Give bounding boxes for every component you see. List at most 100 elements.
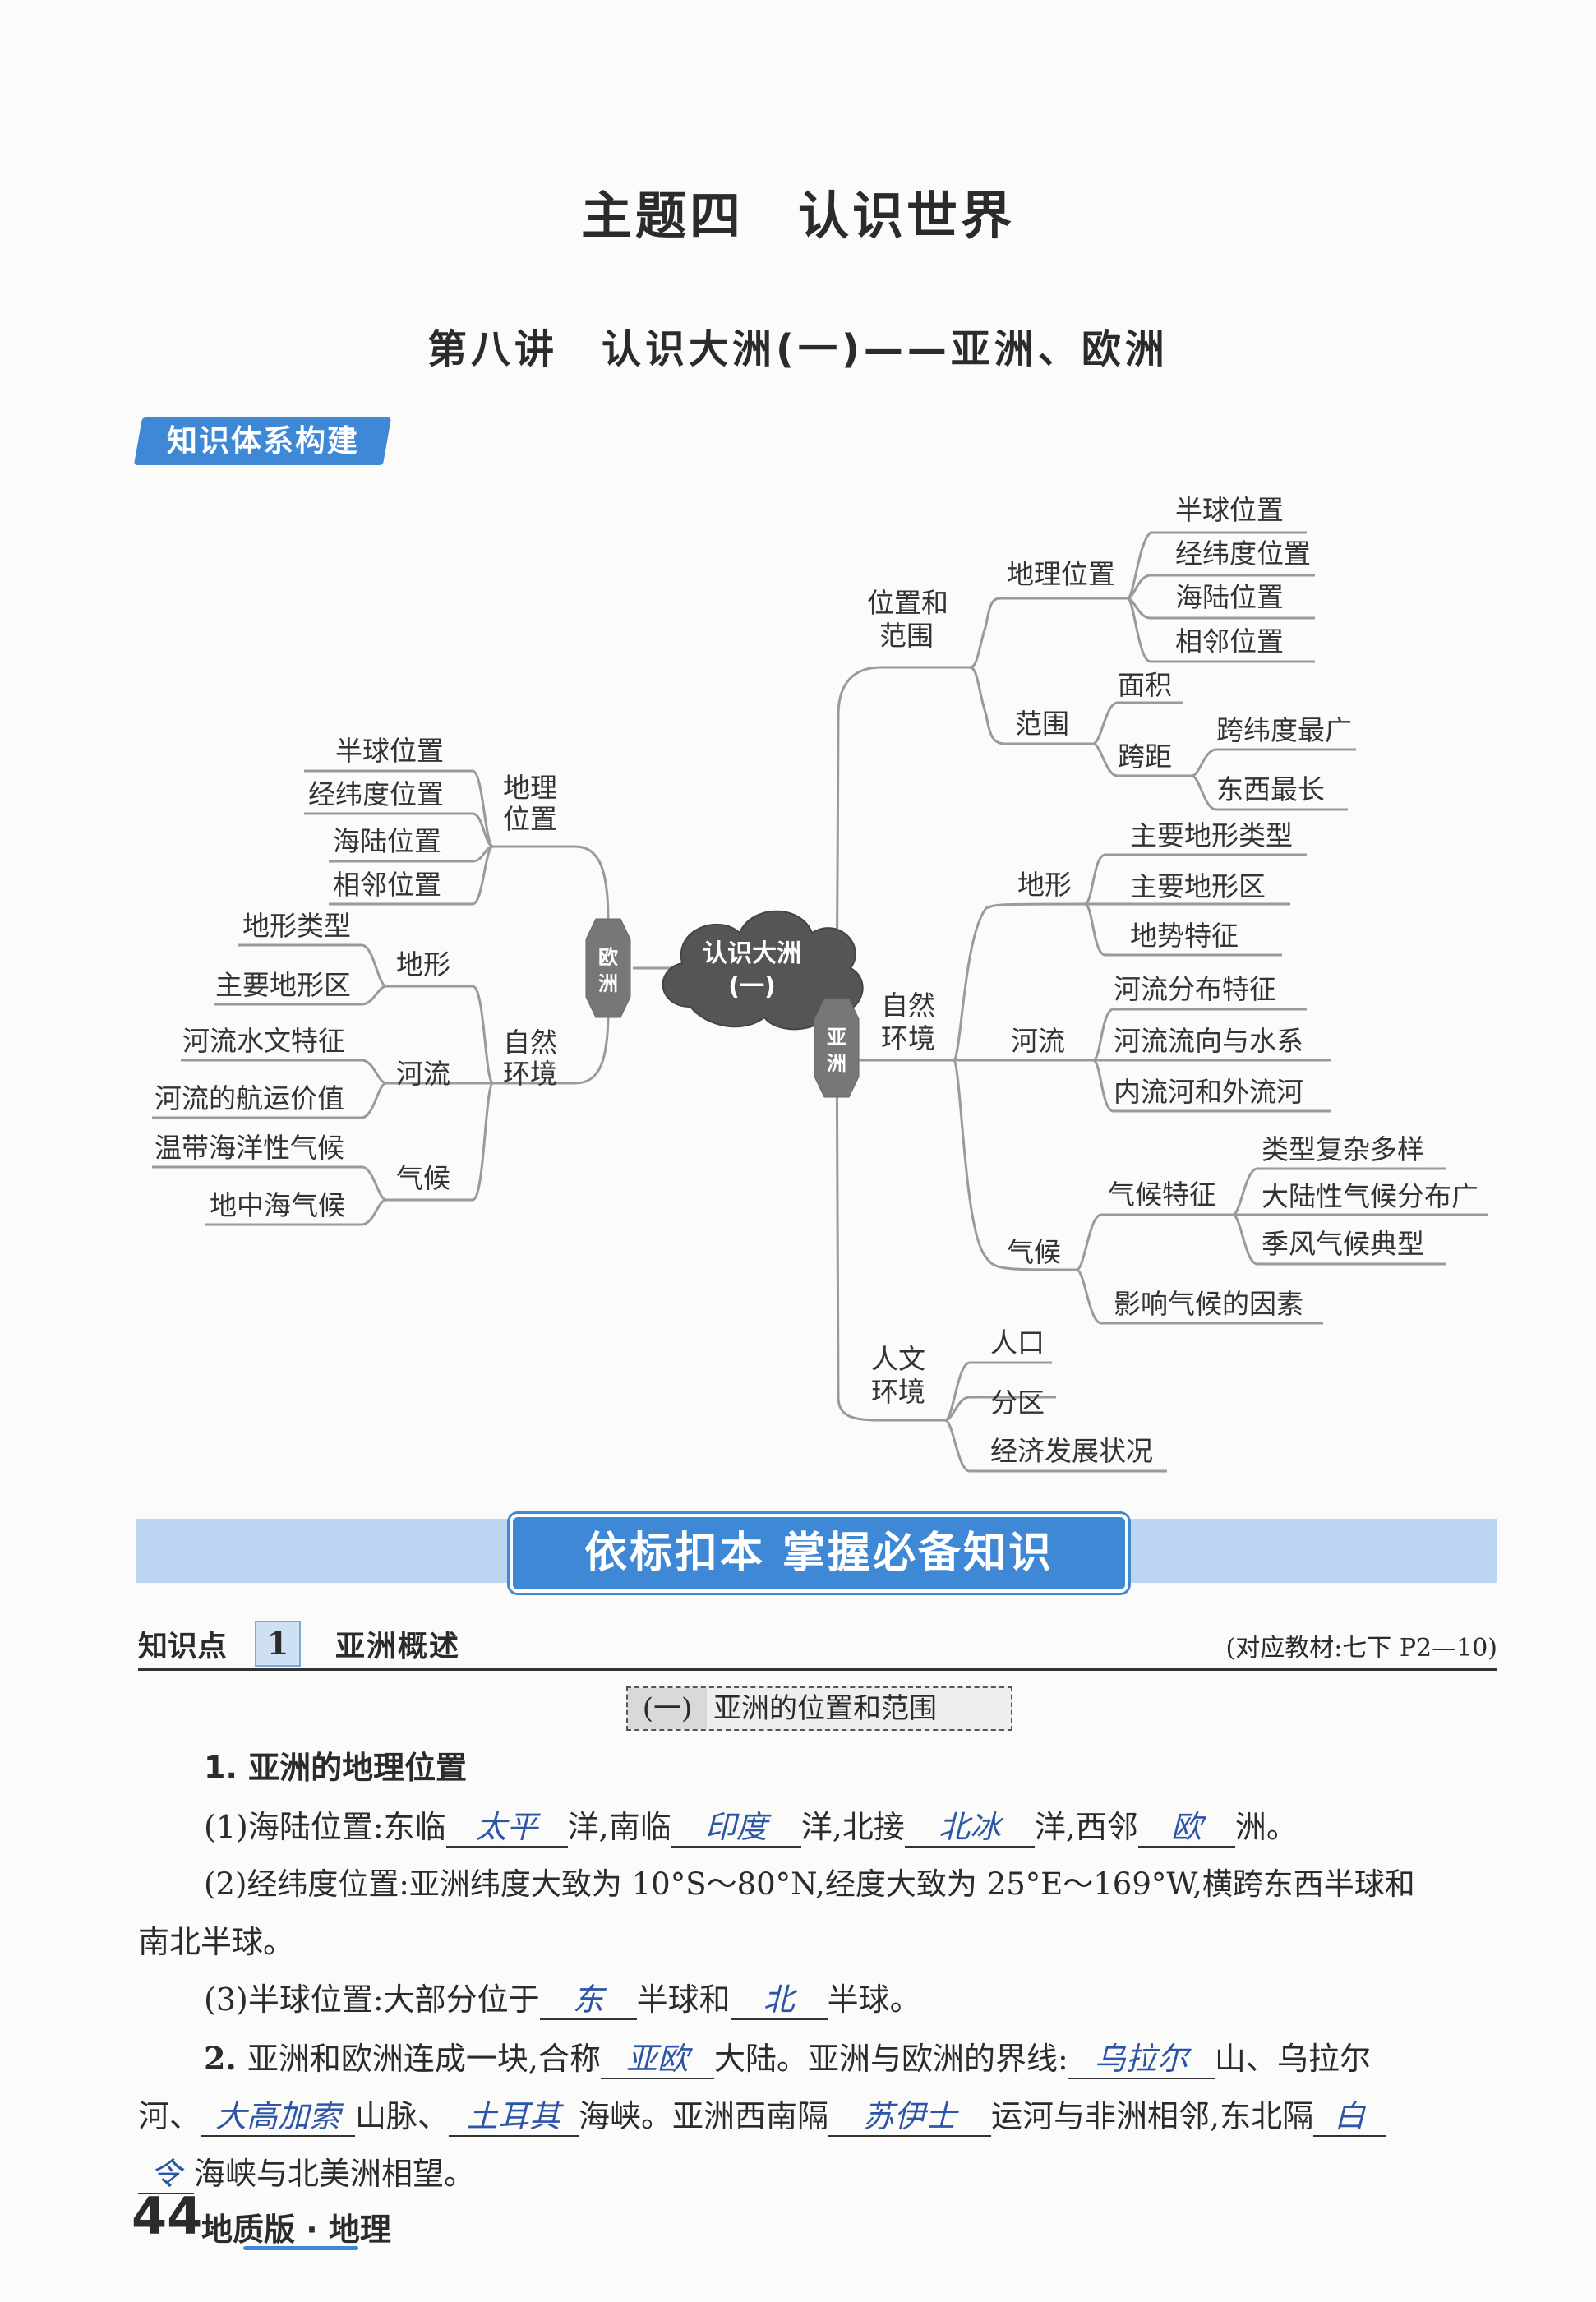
subsection-number: (一) [628, 1688, 707, 1729]
europe-hemisphere: 半球位置 [335, 735, 444, 767]
asia-geo-position: 地理位置 [1007, 558, 1115, 590]
text: 大陆。亚洲与欧洲的界线: [714, 2041, 1068, 2077]
text: 河、 [138, 2098, 201, 2134]
asia-neighbor: 相邻位置 [1175, 625, 1284, 657]
asia-natural-2: 环境 [881, 1022, 935, 1054]
asia-natural-1: 自然 [881, 990, 935, 1022]
asia-climate-monsoon: 季风气候典型 [1262, 1228, 1424, 1260]
answer-blank: 东 [539, 1981, 637, 2020]
answer-blank: 太平 [445, 1808, 568, 1848]
para-latlon-1: (2)经纬度位置:亚洲纬度大致为 10°S～80°N,经度大致为 25°E～16… [204, 1866, 1415, 1902]
europe-neighbor: 相邻位置 [333, 869, 441, 901]
asia-economy: 经济发展状况 [990, 1435, 1153, 1467]
asia-area: 面积 [1118, 669, 1172, 701]
europe-terrain: 地形 [396, 948, 450, 980]
answer-blank: 乌拉尔 [1068, 2040, 1215, 2079]
para-hemisphere: (3)半球位置:大部分位于东半球和北半球。 [204, 1981, 921, 2020]
asia-regions: 分区 [990, 1386, 1045, 1419]
europe-geo-position-2: 位置 [503, 803, 557, 835]
europe-river: 河流 [396, 1058, 450, 1090]
text: 海峡与北美洲相望。 [194, 2156, 476, 2192]
text: 洋,西邻 [1034, 1809, 1138, 1845]
answer-blank: 苏伊士 [828, 2097, 992, 2137]
asia-latlon: 经纬度位置 [1175, 537, 1311, 570]
europe-terrain-types: 地形类型 [242, 910, 351, 942]
knowledge-point-header: 知识点 1 亚洲概述 (对应教材:七下 P2—10) [138, 1621, 1497, 1671]
text: 半球和 [636, 1981, 731, 2018]
lecture-title: 第八讲 认识大洲(一)——亚洲、欧洲 [427, 326, 1169, 372]
subsection-title: 亚洲的位置和范围 [713, 1692, 937, 1725]
europe-climate-temperate: 温带海洋性气候 [155, 1132, 344, 1164]
asia-climate: 气候 [1007, 1236, 1061, 1268]
answer-blank: 北冰 [904, 1808, 1035, 1848]
text: 洋,南临 [567, 1809, 671, 1845]
asia-node-shape [814, 998, 860, 1098]
asia-terrain-types: 主要地形类型 [1130, 819, 1293, 851]
europe-terrain-regions: 主要地形区 [215, 969, 351, 1001]
text: 洲。 [1234, 1809, 1298, 1845]
asia-scope: 范围 [1015, 708, 1069, 740]
asia-sealand: 海陆位置 [1175, 581, 1284, 613]
europe-natural-1: 自然 [503, 1026, 557, 1059]
asia-river: 河流 [1011, 1025, 1065, 1057]
text: 海峡。亚洲西南隔 [579, 2098, 829, 2134]
europe-node-line-2: 洲 [598, 972, 618, 995]
textbook-reference: (对应教材:七下 P2—10) [1225, 1634, 1498, 1663]
asia-human-2: 环境 [871, 1376, 925, 1408]
text: (1)海陆位置:东临 [204, 1809, 446, 1845]
theme-title: 主题四 认识世界 [580, 186, 1015, 246]
asia-node-line-1: 亚 [827, 1026, 846, 1049]
subsection-heading: (一)亚洲的位置和范围 [626, 1686, 1012, 1731]
para-sea-land: (1)海陆位置:东临太平洋,南临印度洋,北接北冰洋,西邻欧洲。 [204, 1808, 1298, 1848]
mind-map: 认识大洲 (一) 亚 洲 欧 洲 位置和 范围 地理位置 半球位置 经纬度位置 … [152, 494, 1488, 1473]
europe-node-line-1: 欧 [598, 946, 618, 969]
europe-sealand: 海陆位置 [333, 825, 441, 857]
asia-span: 跨距 [1118, 740, 1172, 773]
center-cloud [662, 910, 864, 1031]
answer-blank: 令 [138, 2155, 194, 2194]
text: 运河与非洲相邻,东北隔 [991, 2098, 1314, 2134]
asia-hemisphere: 半球位置 [1175, 494, 1284, 526]
center-line-2: (一) [728, 972, 775, 1001]
text: 亚洲和欧洲连成一块,合称 [247, 2041, 601, 2077]
asia-terrain: 地形 [1017, 869, 1072, 901]
europe-natural-2: 环境 [503, 1058, 557, 1090]
europe-geo-position-1: 地理 [503, 772, 557, 804]
knowledge-point-number: 1 [255, 1621, 301, 1667]
asia-location-scope-1: 位置和 [867, 587, 948, 619]
answer-blank: 白 [1313, 2097, 1386, 2137]
footer-publisher: 地质版 · 地理 [201, 2212, 391, 2248]
page-number: 44 [131, 2186, 203, 2246]
asia-climate-continental: 大陆性气候分布广 [1262, 1180, 1478, 1212]
europe-river-hydro: 河流水文特征 [182, 1025, 345, 1057]
answer-blank: 印度 [671, 1808, 801, 1848]
knowledge-system-badge-label: 知识体系构建 [166, 423, 359, 459]
text: (3)半球位置:大部分位于 [204, 1981, 540, 2018]
text: 半球。 [827, 1981, 921, 2018]
heading-asia-position: 1. 亚洲的地理位置 [204, 1750, 468, 1786]
footer-accent-line [243, 2246, 358, 2250]
text: 洋,北接 [800, 1809, 905, 1845]
para-eurasia-1: 2. 亚洲和欧洲连成一块,合称亚欧大陆。亚洲与欧洲的界线:乌拉尔山、乌拉尔 [204, 2040, 1371, 2079]
europe-climate: 气候 [396, 1162, 450, 1194]
item-number: 2. [204, 2040, 247, 2077]
asia-population: 人口 [990, 1326, 1045, 1359]
asia-span-ew: 东西最长 [1216, 773, 1325, 805]
asia-location-scope-2: 范围 [879, 620, 934, 652]
asia-river-direction: 河流流向与水系 [1114, 1025, 1303, 1057]
knowledge-system-badge: 知识体系构建 [133, 417, 392, 465]
answer-blank: 亚欧 [601, 2040, 714, 2079]
section-banner: 依标扣本 掌握必备知识 [510, 1514, 1128, 1593]
asia-climate-factors: 影响气候的因素 [1114, 1288, 1303, 1320]
asia-node-line-2: 洲 [827, 1052, 846, 1075]
para-latlon-2: 南北半球。 [138, 1924, 295, 1960]
center-line-1: 认识大洲 [703, 939, 801, 968]
asia-river-distribution: 河流分布特征 [1114, 973, 1276, 1005]
asia-climate-features: 气候特征 [1108, 1179, 1216, 1211]
asia-terrain-features: 地势特征 [1130, 920, 1239, 952]
europe-climate-med: 地中海气候 [210, 1189, 345, 1221]
europe-river-shipping: 河流的航运价值 [155, 1082, 344, 1114]
asia-terrain-regions: 主要地形区 [1130, 870, 1266, 902]
answer-blank: 北 [730, 1981, 828, 2020]
para-eurasia-2: 河、大高加索山脉、土耳其海峡。亚洲西南隔苏伊士运河与非洲相邻,东北隔白 [138, 2097, 1386, 2137]
